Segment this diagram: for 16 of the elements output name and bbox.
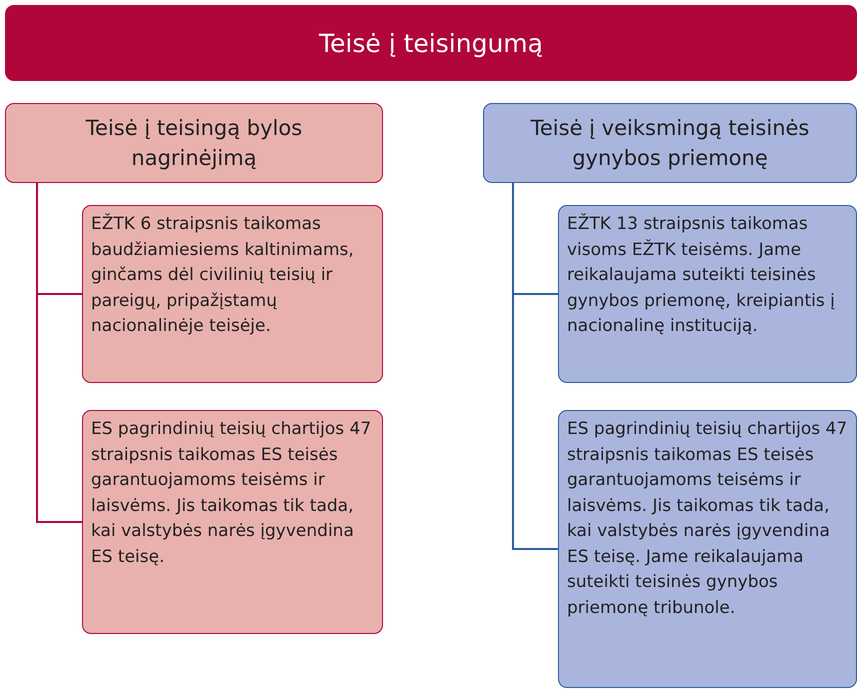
body-text: EŽTK 13 straipsnis taikomas visoms EŽTK teisėms. Jame reikalaujama suteikti teisinės gynybos priemonę, kreipiantis į nacionalinę instituciją. bbox=[567, 214, 835, 336]
text-box bbox=[558, 410, 857, 688]
text-box bbox=[82, 410, 383, 634]
body-text: EŽTK 6 straipsnis taikomas baudžiamiesiems kaltinimams, ginčams dėl civilinių teisių ir pareigų, pripažįstamų nacionalinėje teisėje. bbox=[91, 214, 354, 336]
text-box bbox=[558, 205, 857, 383]
heading: Teisė į veiksmingą teisinės gynybos priemonę bbox=[530, 115, 810, 172]
heading-box bbox=[483, 103, 857, 183]
body-text: ES pagrindinių teisių chartijos 47 straipsnis taikomas ES teisės garantuojamoms teisėms ir laisvėms. Jis taikomas tik tada, kai valstybės narės įgyvendina ES teisę. Jame reikalaujama suteikti teisinės gynybos priemonę tribunole. bbox=[567, 419, 848, 618]
connector-line bbox=[36, 183, 82, 523]
body-text: ES pagrindinių teisių chartijos 47 straipsnis taikomas ES teisės garantuojamoms teisėms ir laisvėms. Jis taikomas tik tada, kai valstybės narės įgyvendina ES teisę. bbox=[91, 419, 372, 566]
title: Teisė į teisingumą bbox=[319, 28, 543, 58]
connector-line bbox=[512, 183, 558, 550]
title-banner bbox=[5, 5, 857, 81]
heading: Teisė į teisingą bylos nagrinėjimą bbox=[84, 115, 304, 172]
heading-box bbox=[5, 103, 383, 183]
text-box bbox=[82, 205, 383, 383]
